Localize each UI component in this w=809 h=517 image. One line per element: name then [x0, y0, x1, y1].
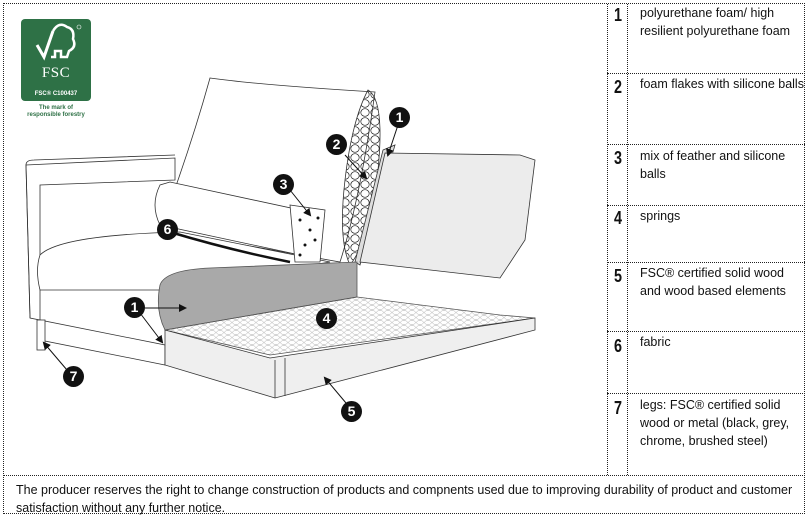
- legend-number: 4: [613, 208, 622, 228]
- feather-mix-section: [289, 204, 326, 263]
- footer-divider: [3, 475, 805, 476]
- table-divider: [607, 4, 608, 475]
- legend-description: fabric: [640, 335, 671, 349]
- fsc-tagline: The mark of responsible forestry: [16, 105, 96, 119]
- callout-2: 2: [326, 134, 347, 155]
- tree-checkmark-icon: [35, 23, 82, 61]
- fsc-tagline-line1: The mark of: [38, 105, 73, 111]
- fsc-logo-text: FSC: [41, 65, 71, 81]
- row-divider: [607, 205, 805, 206]
- sofa-construction-illustration: [4, 4, 607, 475]
- row-divider: [607, 144, 805, 145]
- legend-number: 2: [613, 77, 622, 97]
- callout-4: 4: [316, 308, 337, 329]
- callout-1-bottom: 1: [124, 297, 145, 318]
- sofa-diagram: [25, 77, 536, 404]
- fsc-tagline-line2: responsible forestry: [27, 112, 85, 118]
- document-frame: [3, 3, 805, 514]
- row-divider: [607, 393, 805, 394]
- callout-6: 6: [157, 219, 178, 240]
- legend-number: 6: [613, 336, 622, 356]
- footer-disclaimer: The producer reserves the right to chang…: [16, 483, 793, 515]
- legend-description: polyurethane foam/ high resilient polyur…: [640, 6, 791, 38]
- legend-number: 3: [613, 148, 622, 168]
- fsc-logo: FSC FSC® C100437: [21, 19, 91, 101]
- row-divider: [607, 262, 805, 263]
- callout-1-top: 1: [389, 107, 410, 128]
- fsc-license-code: FSC® C100437: [34, 91, 78, 97]
- legend-description: mix of feather and silicone balls: [640, 149, 786, 181]
- foam-seat-block: [157, 261, 358, 331]
- legend-description: legs: FSC® certified solid wood or metal…: [640, 398, 790, 448]
- callout-7: 7: [63, 366, 84, 387]
- callout-5: 5: [341, 401, 362, 422]
- sofa-leg: [36, 319, 46, 351]
- row-divider: [607, 331, 805, 332]
- legend-number: 7: [613, 398, 622, 418]
- legend-description: foam flakes with silicone balls: [640, 77, 804, 91]
- spring-base: [164, 296, 536, 356]
- legend-description: springs: [640, 209, 681, 223]
- legend-number: 5: [613, 266, 622, 286]
- wood-frame-base: [164, 317, 536, 399]
- callout-3: 3: [273, 174, 294, 195]
- seat-cushion: [37, 231, 331, 291]
- legend-number: 1: [613, 5, 622, 25]
- legend-description: FSC® certified solid wood and wood based…: [640, 266, 786, 298]
- table-divider: [627, 4, 628, 475]
- row-divider: [607, 73, 805, 74]
- right-back-panel: [359, 152, 536, 279]
